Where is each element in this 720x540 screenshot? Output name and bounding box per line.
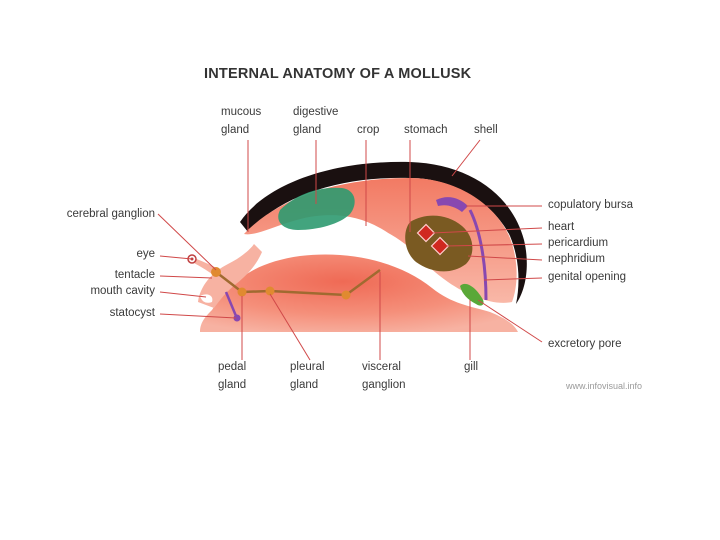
label-eye: eye [136,248,155,260]
foot-shape [200,254,518,332]
label-stomach: stomach [404,124,448,136]
leader-pleural-gland [269,293,311,361]
pericardium-shape [430,236,450,256]
leader-pericardium [445,243,543,247]
heart-shape [416,223,436,243]
leader-shell [451,139,481,177]
label-crop: crop [357,124,380,136]
label-nephridium: nephridium [548,253,605,265]
label-mouth-cavity: mouth cavity [90,285,155,297]
label-digestive-gland: digestive gland [293,106,339,136]
label-copulatory-bursa: copulatory bursa [548,199,634,211]
visceral-ganglion-shape [341,290,351,300]
pleural-ganglion-shape [265,286,275,296]
label-pleural-gland: pleural gland [290,361,325,391]
diagram-title: INTERNAL ANATOMY OF A MOLLUSK [204,66,472,82]
label-pericardium: pericardium [548,237,609,249]
pedal-ganglion-shape [237,287,247,297]
leader-statocyst [159,313,237,319]
cerebral-ganglion-shape [211,267,221,277]
leader-nephridium [467,255,543,261]
label-visceral-ganglion: visceral ganglion [362,361,406,391]
label-tentacle: tentacle [114,269,155,281]
label-pedal-gland: pedal gland [218,361,247,391]
gill-shape [460,283,484,306]
label-shell: shell [474,124,498,136]
mantle-cavity [250,222,500,314]
leader-lines [157,139,543,361]
label-statocyst: statocyst [109,307,155,319]
leader-genital-opening [483,277,543,281]
label-gill: gill [464,361,479,373]
label-genital-opening: genital opening [548,271,627,283]
label-heart: heart [548,221,575,233]
label-mucous-gland: mucous gland [221,106,262,136]
leader-excretory-pore [477,299,543,343]
statocyst-shape [233,314,241,322]
head-shape [198,244,262,308]
source-credit: www.infovisual.info [566,381,643,391]
label-excretory-pore: excretory pore [548,338,622,350]
leader-cerebral-ganglion [157,213,217,271]
genital-duct [468,209,488,301]
leader-tentacle [159,275,213,279]
leader-heart [431,227,543,234]
digestive-gland-shape [278,187,355,230]
copulatory-bursa-shape [436,197,468,212]
leader-eye [159,255,193,260]
leader-mouth-cavity [159,291,207,298]
label-cerebral-ganglion: cerebral ganglion [66,208,155,220]
